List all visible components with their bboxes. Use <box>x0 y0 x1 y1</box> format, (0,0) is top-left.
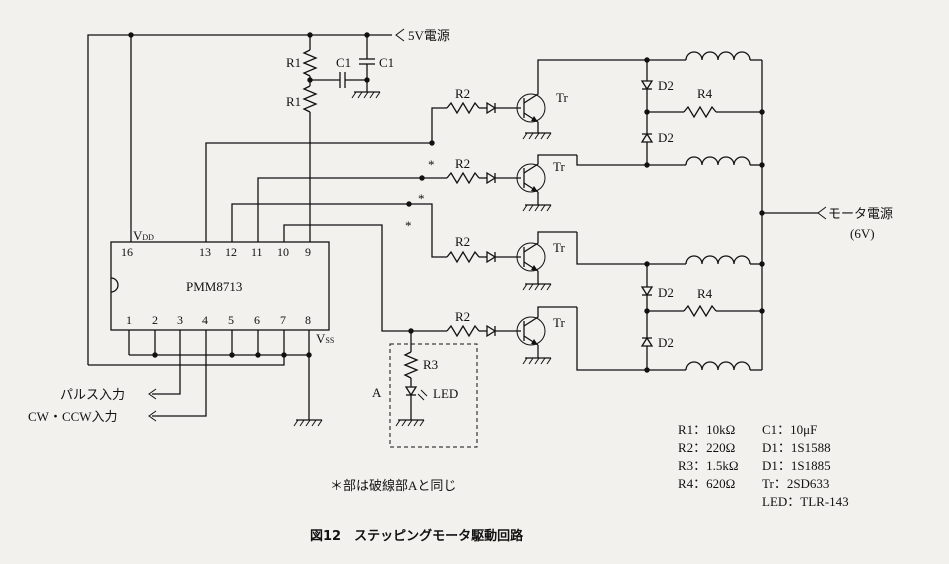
star-2: * <box>418 191 425 206</box>
pin-9: 9 <box>305 245 311 259</box>
note-text: ＊部は破線部Aと同じ <box>330 478 456 493</box>
pin-6: 6 <box>254 313 260 327</box>
area-a-label: A <box>372 385 382 400</box>
motor-power-label: モータ電源 <box>828 206 893 221</box>
r2c-label: R2 <box>455 234 470 249</box>
ic-name: PMM8713 <box>186 279 242 294</box>
parts-r4: R4：620Ω <box>678 476 735 491</box>
pin-3: 3 <box>177 313 183 327</box>
driver-channel-1 <box>446 59 577 140</box>
ic-pmm8713 <box>110 241 330 331</box>
r3-label: R3 <box>423 357 438 372</box>
r2d-label: R2 <box>455 309 470 324</box>
parts-r2: R2：220Ω <box>678 440 735 455</box>
d2b-label: D2 <box>658 130 674 145</box>
pin-5: 5 <box>228 313 234 327</box>
snubber-lower <box>640 261 762 373</box>
parts-r3: R3：1.5kΩ <box>678 458 739 473</box>
parts-r1: R1：10kΩ <box>678 422 735 437</box>
pin-10: 10 <box>277 245 289 259</box>
ic-vdd: VDD <box>133 228 154 243</box>
r4a-label: R4 <box>697 86 713 101</box>
driver-channel-3 <box>446 231 577 291</box>
ic-vss: VSS <box>316 331 334 346</box>
r1-c1-network <box>302 35 381 242</box>
d2d-label: D2 <box>658 335 674 350</box>
pin-7: 7 <box>280 313 286 327</box>
driver-channel-4 <box>446 306 577 365</box>
parts-d1a: D1：1S1588 <box>762 440 831 455</box>
d2c-label: D2 <box>658 285 674 300</box>
motor-voltage-label: (6V) <box>850 226 875 241</box>
c1a-label: C1 <box>336 55 351 70</box>
star-1: * <box>428 157 435 172</box>
parts-d1b: D1：1S1885 <box>762 458 831 473</box>
r2b-label: R2 <box>455 156 470 171</box>
trd-label: Tr <box>553 315 565 330</box>
parts-led: LED：TLR-143 <box>762 494 849 509</box>
r2a-label: R2 <box>455 86 470 101</box>
area-a <box>389 331 478 448</box>
pin-13: 13 <box>199 245 211 259</box>
trc-label: Tr <box>553 240 565 255</box>
input-wiring <box>148 330 207 422</box>
figure-caption: 図12 ステッピングモータ駆動回路 <box>310 528 524 544</box>
cw-ccw-input-label: CW・CCW入力 <box>28 409 118 424</box>
ic-ground-wiring <box>88 330 323 427</box>
parts-tr: Tr：2SD633 <box>762 476 829 491</box>
pin-4: 4 <box>202 313 208 327</box>
pulse-input-label: パルス入力 <box>60 387 125 402</box>
pin-8: 8 <box>305 313 311 327</box>
pin-16: 16 <box>121 245 133 259</box>
pin-1: 1 <box>126 313 132 327</box>
tra-label: Tr <box>556 90 568 105</box>
trb-label: Tr <box>553 159 565 174</box>
driver-channel-2 <box>446 154 577 212</box>
c1b-label: C1 <box>379 55 394 70</box>
star-3: * <box>405 218 412 233</box>
snubber-upper <box>640 57 762 168</box>
parts-c1: C1：10μF <box>762 422 817 437</box>
r1a-label: R1 <box>286 55 301 70</box>
motor-rail <box>759 60 827 370</box>
led-label: LED <box>433 386 458 401</box>
r1b-label: R1 <box>286 94 301 109</box>
pin-11: 11 <box>251 245 263 259</box>
motor-coils <box>576 51 762 371</box>
ic-output-wiring <box>205 107 447 334</box>
pin-12: 12 <box>225 245 237 259</box>
parts-list: R1：10kΩ R2：220Ω R3：1.5kΩ R4：620Ω C1：10μF… <box>678 422 849 509</box>
d2a-label: D2 <box>658 78 674 93</box>
pin-2: 2 <box>152 313 158 327</box>
vcc-label: 5V電源 <box>408 28 450 43</box>
r4b-label: R4 <box>697 286 713 301</box>
